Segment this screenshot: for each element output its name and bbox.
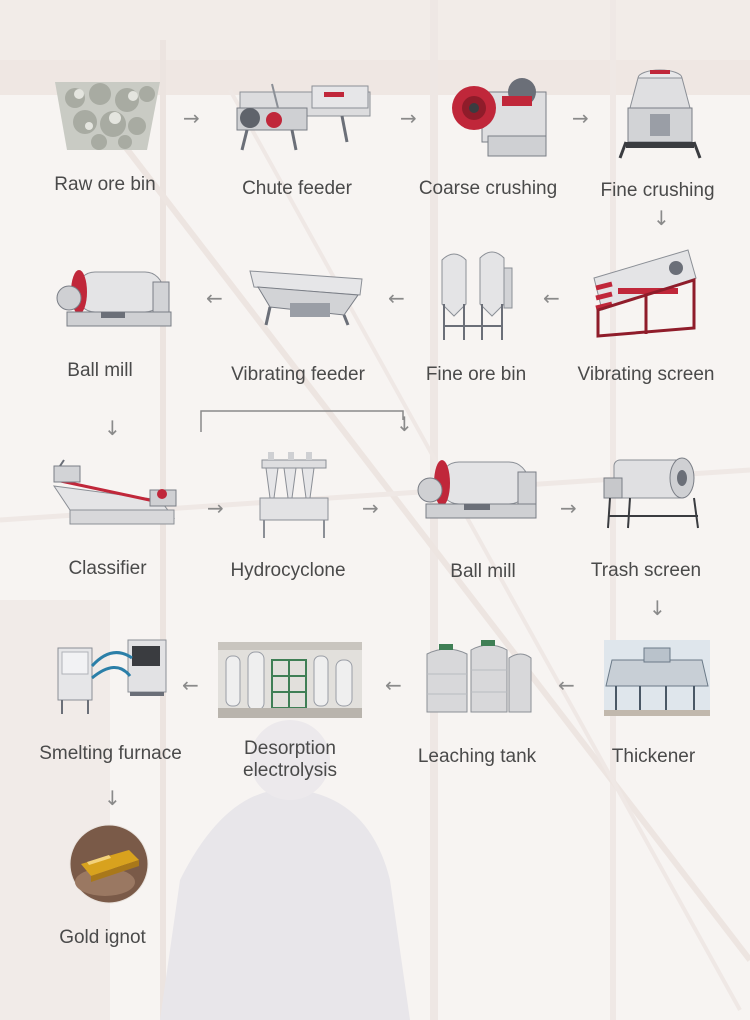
flow-arrow-right: →: [207, 496, 224, 520]
flow-arrow-right: →: [362, 496, 379, 520]
chute-feeder-image: [232, 82, 372, 152]
flow-arrow-right: →: [183, 106, 200, 130]
flow-arrow-left: ←: [543, 286, 560, 310]
step-label: Chute feeder: [242, 178, 352, 199]
flow-arrow-left: ←: [182, 673, 199, 697]
hydrocyclone-image: [258, 452, 330, 540]
thickener-image: [604, 640, 710, 716]
flow-arrow-right: →: [560, 496, 577, 520]
step-label: Fine ore bin: [425, 364, 527, 385]
raw-ore-bin-image: [55, 80, 160, 152]
step-label: Vibrating feeder: [231, 364, 365, 385]
ball-mill-1-image: [56, 262, 175, 332]
vibrating-feeder-image: [249, 265, 365, 327]
flow-arrow-down: ↓: [649, 596, 666, 620]
desorption-electrolysis-image: [218, 642, 362, 718]
fine-ore-bin-image: [438, 248, 514, 342]
return-loop-line: [200, 410, 404, 432]
gold-ignot-image: [69, 824, 149, 904]
trash-screen-image: [600, 452, 706, 530]
step-label: Fine crushing: [600, 180, 715, 201]
flow-arrow-right: →: [400, 106, 417, 130]
step-label: Gold ignot: [59, 927, 146, 948]
step-label: Hydrocyclone: [230, 560, 346, 581]
vibrating-screen-image: [590, 248, 700, 338]
fine-crushing-image: [618, 68, 702, 160]
coarse-crushing-image: [452, 70, 552, 160]
leaching-tank-image: [425, 640, 533, 714]
step-label: Desorption electrolysis: [243, 738, 337, 781]
smelting-furnace-image: [56, 638, 168, 716]
flow-arrow-down: ↓: [396, 412, 413, 436]
step-label: Ball mill: [67, 360, 133, 381]
flow-arrow-left: ←: [388, 286, 405, 310]
step-label: Leaching tank: [417, 746, 537, 767]
step-label: Raw ore bin: [54, 174, 156, 195]
classifier-image: [50, 459, 180, 530]
step-label: Ball mill: [450, 561, 516, 582]
step-label: Thickener: [611, 746, 696, 767]
step-label: Smelting furnace: [39, 743, 182, 764]
step-label: Classifier: [68, 558, 147, 579]
flow-arrow-left: ←: [385, 673, 402, 697]
flow-arrow-down: ↓: [104, 786, 121, 810]
flow-arrow-left: ←: [206, 286, 223, 310]
flow-arrow-right: →: [572, 106, 589, 130]
flow-arrow-down: ↓: [653, 206, 670, 230]
step-label: Trash screen: [590, 560, 702, 581]
flow-arrow-left: ←: [558, 673, 575, 697]
flow-arrow-down: ↓: [104, 416, 121, 440]
ball-mill-2-image: [417, 452, 540, 526]
step-label: Vibrating screen: [577, 364, 715, 385]
step-label: Coarse crushing: [418, 178, 558, 199]
